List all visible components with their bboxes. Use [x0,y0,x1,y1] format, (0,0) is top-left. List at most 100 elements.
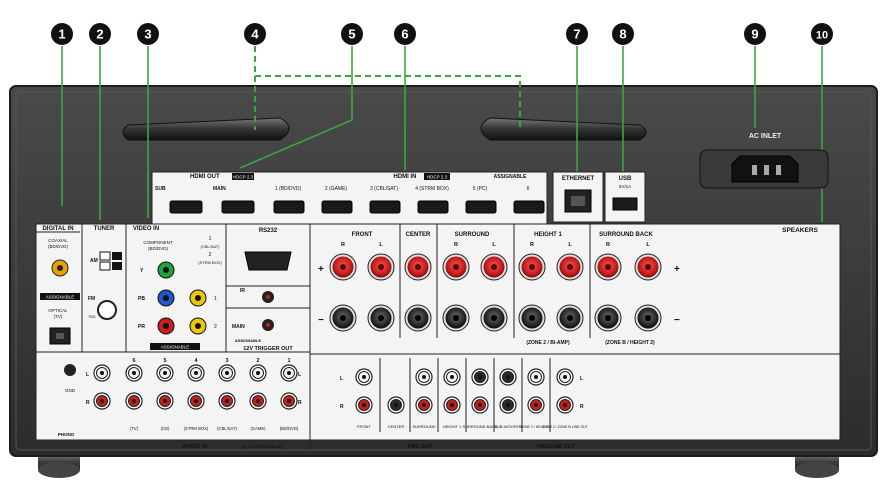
audio-in-source: (CBL/SAT) [217,426,238,431]
audio-in-jacks: 6(TV)5(CD)4(STRM BOX)3(CBL/SAT)2(GAME)1(… [93,358,299,431]
svg-text:(TV): (TV) [54,314,63,319]
svg-text:ZONE 2 / ZONE B LINE OUT: ZONE 2 / ZONE B LINE OUT [542,425,589,429]
svg-text:PB: PB [138,296,145,302]
speaker-terminal-positive-2 [367,253,395,281]
fm-antenna-jack [97,300,117,320]
speaker-channel-label: R [530,242,534,248]
callout-4-leader [254,46,521,130]
svg-text:CENTER: CENTER [388,424,405,429]
audio-in-r-jack-2 [249,392,267,410]
hdmi-in-label-6: 6 [527,186,530,192]
svg-text:ASSIGNABLE: ASSIGNABLE [161,345,190,350]
speaker-channel-label: L [492,242,496,248]
callout-6: 6 [394,23,416,45]
svg-text:R: R [86,400,90,406]
audio-in-number: 2 [256,358,259,364]
hdmi-in-ports: 1 (BD/DVD)2 (GAME)3 (CBL/SAT)4 (STRM BOX… [273,186,545,214]
speaker-terminal-positive-5 [480,253,508,281]
callout-2: 2 [89,23,111,45]
svg-text:MAIN: MAIN [232,324,245,330]
svg-text:ZONE 2 / HEIGHT 2: ZONE 2 / HEIGHT 2 [520,425,552,429]
svg-text:HDCP 2.3: HDCP 2.3 [233,175,254,180]
usb-port [612,197,638,211]
audio-in-number: 6 [132,358,135,364]
speaker-channel-label: R [454,242,458,248]
phono-r-jack [93,392,111,410]
pre-out-subwoofer-bottom-jack [499,396,517,414]
svg-text:RS232: RS232 [259,228,278,234]
svg-text:R: R [580,404,584,410]
svg-text:USB: USB [619,176,632,182]
speaker-channel-label: R [606,242,610,248]
speaker-channel-label: R [341,242,345,248]
svg-text:2: 2 [214,324,217,330]
speaker-terminal-positive-9 [634,253,662,281]
svg-text:FM: FM [88,296,95,302]
callout-1: 1 [51,23,73,45]
pre-out-zone2-height2-top-jack [527,368,545,386]
audio-in-source: (BD/DVD) [280,426,299,431]
svg-text:AM: AM [90,258,98,264]
svg-text:HEIGHT 1: HEIGHT 1 [443,424,462,429]
svg-text:2: 2 [209,252,212,258]
hdmi-in-label-4: 4 (STRM BOX) [415,186,449,192]
speaker-terminal-negative-3 [404,304,432,332]
callout-7: 7 [566,23,588,45]
svg-text:75Ω: 75Ω [88,314,95,319]
speaker-channel-label: L [379,242,383,248]
svg-text:L: L [86,372,89,378]
audio-in-l-jack-3 [218,364,236,382]
speaker-terminal-positive-7 [556,253,584,281]
speaker-terminal-positive-4 [442,253,470,281]
svg-text:Y: Y [140,268,144,274]
audio-in-number: 4 [194,358,198,364]
callout-8: 8 [612,23,634,45]
speaker-terminal-negative-4 [442,304,470,332]
svg-text:(STRM BOX): (STRM BOX) [198,260,222,265]
svg-text:L: L [340,376,343,382]
hdmi-in-port-5 [465,200,497,214]
speaker-terminal-negative-9 [634,304,662,332]
svg-text:SURROUND BACK: SURROUND BACK [462,424,497,429]
pre-out-front-top-jack [355,368,373,386]
svg-text:12V TRIGGER OUT: 12V TRIGGER OUT [243,346,293,352]
svg-text:ASSIGNABLE: ASSIGNABLE [235,338,262,343]
svg-text:FRONT: FRONT [352,232,373,238]
hdmi-in-port-6 [513,200,545,214]
ac-inlet: AC INLET [699,133,829,189]
pre-out-front-bottom-jack [355,396,373,414]
svg-text:AUDIO IN: AUDIO IN [183,444,208,450]
svg-text:(BD/DVD): (BD/DVD) [48,244,69,249]
svg-text:FRONT: FRONT [357,424,371,429]
audio-in-source: (CD) [161,426,170,431]
speaker-terminal-negative-5 [480,304,508,332]
audio-in-l-jack-2 [249,364,267,382]
pre-out-section: PRE OUT PRE/LINE OUT L R L R FRONT CENTE… [310,358,840,450]
speaker-channel-label: L [568,242,572,248]
svg-text:ASSIGNABLE: ASSIGNABLE [494,174,527,180]
hdmi-out-main-port [221,200,255,214]
svg-text:HDCP 2.3: HDCP 2.3 [427,175,448,180]
svg-text:4: 4 [251,27,259,42]
svg-text:HDMI IN: HDMI IN [394,174,417,180]
speaker-channel-label: L [646,242,650,248]
svg-text:GND: GND [65,388,76,393]
svg-text:1: 1 [214,296,217,302]
svg-text:9: 9 [751,27,758,42]
svg-text:3: 3 [144,27,151,42]
audio-in-number: 5 [163,358,166,364]
svg-text:5V/1A: 5V/1A [619,184,631,189]
hdmi-in-port-4 [417,200,449,214]
svg-text:+: + [318,264,324,275]
callout-leaders [61,46,823,222]
rs232-port [244,251,292,271]
speaker-terminal-negative-8 [594,304,622,332]
svg-text:L: L [580,376,583,382]
svg-text:PRE/LINE OUT: PRE/LINE OUT [537,444,576,450]
audio-in-source: (GAME) [250,426,266,431]
pre-out-surround-back-bottom-jack [471,396,489,414]
svg-text:SUB: SUB [155,186,166,192]
svg-text:TUNER: TUNER [94,226,115,232]
svg-text:VIDEO IN: VIDEO IN [133,226,159,232]
